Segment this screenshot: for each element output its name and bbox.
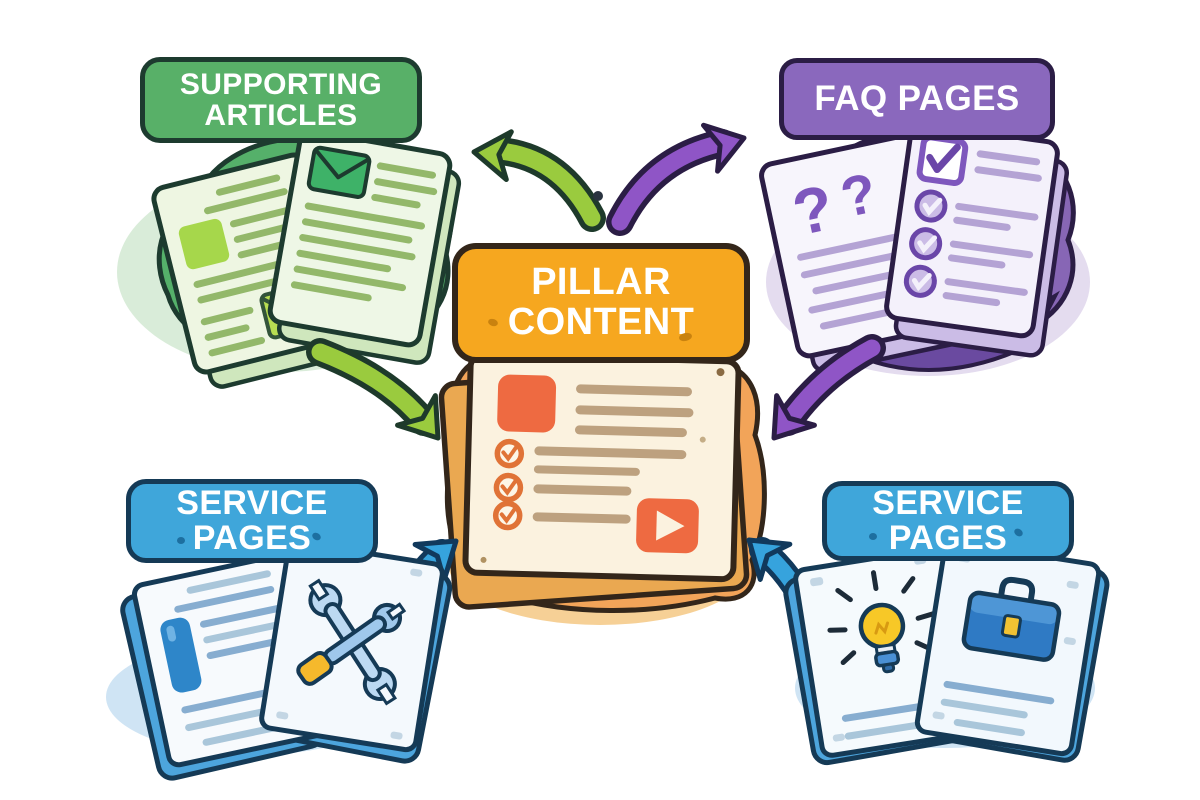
image-placeholder-icon: [178, 218, 230, 270]
node-label-faq-pages: FAQ PAGES: [779, 58, 1055, 140]
paper-speck: [716, 368, 725, 377]
arrow-supporting-to-center: [306, 338, 441, 441]
faq-page-checklist: [884, 121, 1069, 358]
check-bullet-icon: [494, 438, 525, 469]
text-lines: [290, 162, 438, 302]
envelope-icon: [306, 145, 372, 199]
check-circle-icon: [909, 227, 943, 261]
text-lines: [940, 680, 1055, 737]
lightbulb-icon: [827, 570, 936, 674]
check-circle-icon: [914, 189, 948, 223]
service-pages-right-illustration: [783, 539, 1110, 766]
text-lines: [174, 570, 296, 746]
pillar-content-illustration: [438, 351, 767, 625]
service-page-business: [914, 539, 1102, 757]
faq-pages-illustration: ? ?: [759, 121, 1090, 376]
image-placeholder-icon: [497, 374, 557, 433]
decorative-dot: [593, 191, 603, 201]
text-lines: [942, 150, 1042, 307]
document-icon: [160, 617, 202, 693]
text-lines: [532, 384, 694, 524]
check-circle-icon: [903, 264, 937, 298]
service-page-tools: [259, 539, 445, 753]
arrow-faq-to-center: [771, 334, 886, 441]
article-page-right: [267, 128, 462, 365]
pillar-page-front: [462, 351, 742, 583]
checkbox-icon: [916, 134, 969, 187]
arrow-center-to-supporting: [471, 129, 606, 232]
crossed-wrenches-icon: [296, 578, 407, 706]
check-bullet-icon: [493, 472, 524, 503]
center-label-pillar-content: PILLAR CONTENT: [452, 243, 750, 363]
arrow-center-to-faq: [606, 122, 747, 236]
node-label-service-pages-right: SERVICE PAGES: [822, 481, 1074, 561]
check-bullet-icon: [492, 500, 523, 531]
paper-speck: [480, 556, 487, 563]
service-pages-left-illustration: [106, 539, 453, 781]
node-label-supporting-articles: SUPPORTING ARTICLES: [140, 57, 422, 143]
paper-speck: [699, 436, 706, 443]
video-play-icon: [636, 498, 699, 554]
supporting-articles-illustration: [117, 128, 462, 389]
briefcase-icon: [961, 576, 1062, 662]
arrows: [306, 122, 886, 635]
node-label-service-pages-left: SERVICE PAGES: [126, 479, 378, 563]
